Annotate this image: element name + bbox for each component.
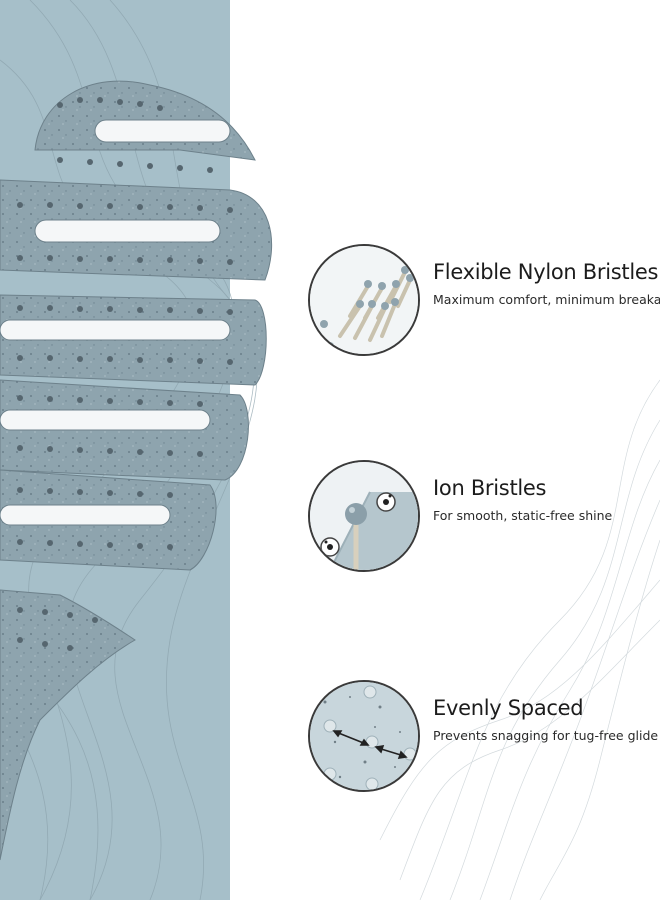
feature-subtitle: Maximum comfort, minimum breakage xyxy=(433,292,660,307)
evenly-spaced-icon xyxy=(308,680,420,792)
feature-subtitle: Prevents snagging for tug-free glide xyxy=(433,728,659,743)
feature-evenly-spaced: Evenly Spaced Prevents snagging for tug-… xyxy=(308,680,660,830)
nylon-bristles-icon xyxy=(308,244,420,356)
ion-bristles-icon xyxy=(308,460,420,572)
feature-ion-bristles: Ion Bristles For smooth, static-free shi… xyxy=(308,460,660,610)
feature-subtitle: For smooth, static-free shine xyxy=(433,508,613,523)
feature-title: Evenly Spaced xyxy=(433,696,584,720)
feature-title: Flexible Nylon Bristles xyxy=(433,260,659,284)
feature-title: Ion Bristles xyxy=(433,476,547,500)
brush-illustration xyxy=(0,80,272,861)
feature-nylon-bristles: Flexible Nylon Bristles Maximum comfort,… xyxy=(308,244,660,394)
